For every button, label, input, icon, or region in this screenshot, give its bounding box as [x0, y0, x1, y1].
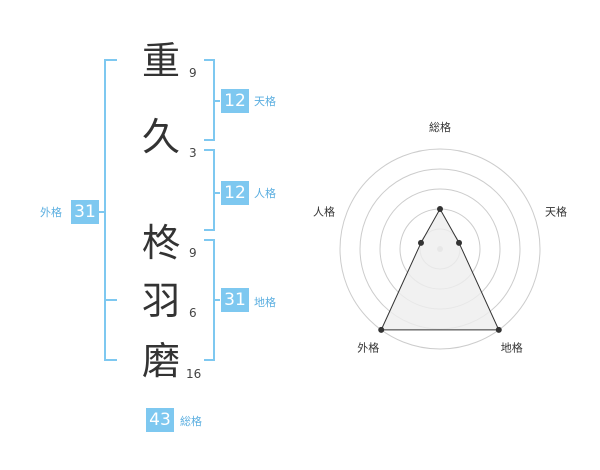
jinkaku-badge: 12	[221, 181, 249, 205]
name-char-4: 羽	[142, 279, 181, 323]
radar-point-0	[437, 206, 443, 212]
jinkaku-label: 人格	[254, 187, 276, 200]
stroke-count-1: 9	[189, 66, 197, 80]
soukaku-badge: 43	[146, 408, 174, 432]
radar-score-polygon	[380, 207, 500, 331]
soukaku-label: 総格	[180, 415, 202, 428]
tenkaku-label: 天格	[254, 95, 276, 108]
chikaku-label: 地格	[254, 296, 276, 309]
name-char-2: 久	[142, 115, 181, 159]
radar-axis-label-1: 天格	[545, 204, 567, 218]
radar-axis-label-4: 人格	[313, 204, 335, 218]
name-char-1: 重	[142, 39, 181, 83]
gaikaku-badge: 31	[71, 200, 99, 224]
stroke-count-4: 6	[189, 306, 197, 320]
radar-point-4	[417, 239, 424, 246]
radar-axis-label-0: 総格	[429, 120, 451, 134]
stroke-count-5: 16	[186, 367, 202, 381]
radar-axis-label-3: 外格	[357, 341, 379, 355]
stroke-count-3: 9	[189, 246, 197, 260]
name-char-3: 柊	[142, 221, 181, 265]
tenkaku-badge: 12	[221, 89, 249, 113]
chikaku-badge: 31	[221, 288, 249, 312]
radar-axis-label-2: 地格	[501, 341, 523, 355]
radar-point-3	[378, 326, 385, 333]
gaikaku-label: 外格	[40, 206, 62, 219]
name-char-5: 磨	[142, 339, 181, 383]
stroke-count-2: 3	[189, 146, 197, 160]
radar-point-2	[495, 326, 502, 333]
radar-point-1	[456, 239, 463, 246]
